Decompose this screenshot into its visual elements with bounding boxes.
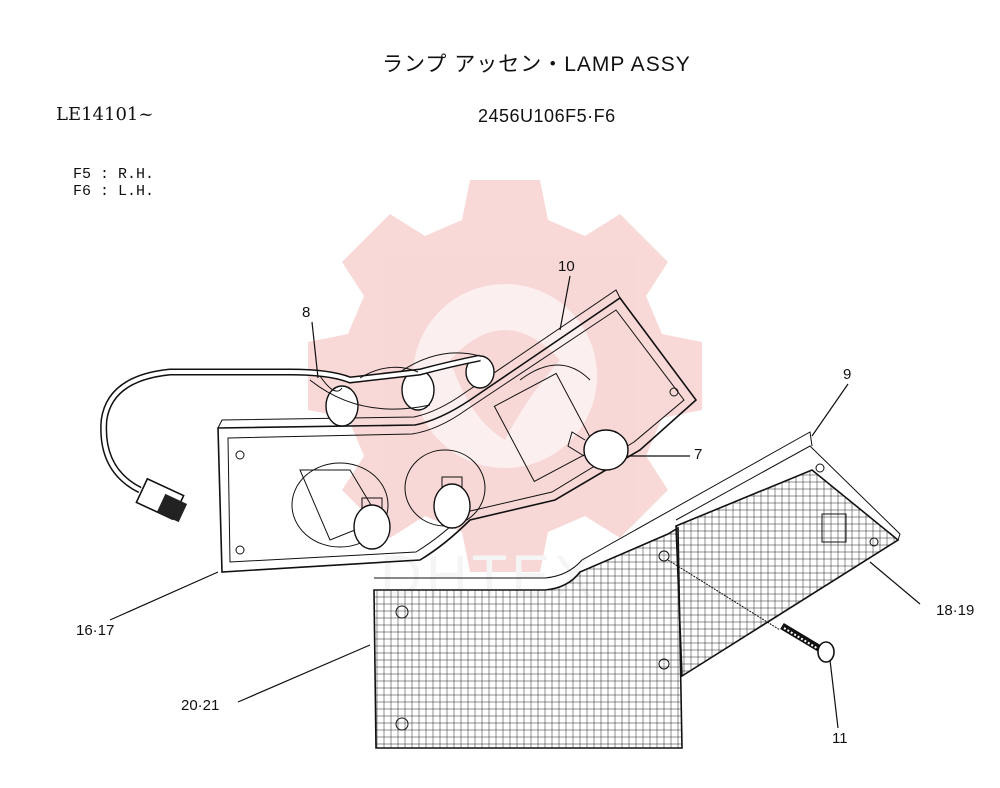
wiring-harness: [100, 352, 481, 523]
callout-20-21: 20·21: [181, 697, 220, 714]
callout-16-17: 16·17: [76, 622, 115, 639]
callout-9: 9: [843, 366, 852, 383]
bulb-icon: [567, 429, 629, 471]
callout-leaders: [109, 275, 921, 729]
variant-row: F6 : L.H.: [73, 183, 155, 200]
variant-legend: F5 : R.H. F6 : L.H.: [73, 166, 154, 200]
bulb-icon: [325, 385, 359, 427]
bulb-icon: [353, 497, 391, 550]
variant-row: F5 : R.H.: [73, 166, 155, 183]
svg-text:DHTEX: DHTEX: [380, 544, 597, 609]
callout-10: 10: [558, 258, 575, 275]
callout-18-19: 18·19: [936, 602, 975, 619]
screw-icon: [667, 559, 835, 663]
diagram-title: ランプ アッセン・LAMP ASSY: [382, 53, 691, 76]
bulbs: [325, 355, 629, 550]
part-number: 2456U106F5·F6: [478, 106, 616, 126]
lens-left: [373, 431, 813, 749]
bulb-icon: [433, 476, 471, 529]
lens-right: [675, 445, 901, 678]
callout-8: 8: [302, 304, 311, 321]
callout-11: 11: [832, 730, 848, 747]
serial-range: LE14101~: [56, 104, 154, 125]
connector-plug-icon: [135, 477, 188, 523]
callout-7: 7: [694, 446, 703, 463]
